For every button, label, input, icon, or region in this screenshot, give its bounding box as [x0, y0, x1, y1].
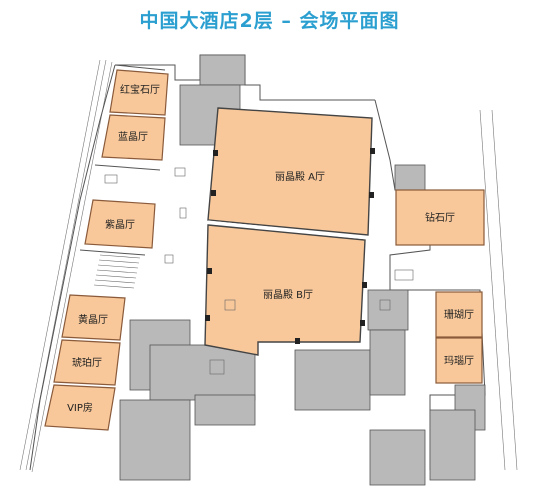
fixtures	[104, 167, 414, 375]
room-agate[interactable]: 玛瑙厅	[435, 337, 483, 384]
room-label-sapphire: 蓝晶厅	[118, 131, 148, 143]
room-label-topaz: 黄晶厅	[78, 313, 108, 326]
stairs	[93, 254, 141, 289]
room-label-diamond: 钻石厅	[425, 211, 455, 224]
room-sapphire[interactable]: 蓝晶厅	[101, 114, 166, 161]
room-label-amber: 琥珀厅	[72, 356, 102, 369]
facade-lines	[19, 59, 518, 473]
room-amber[interactable]: 琥珀厅	[53, 339, 121, 386]
room-topaz[interactable]: 黄晶厅	[61, 294, 126, 341]
room-label-coral: 珊瑚厅	[444, 309, 474, 321]
room-grand-b[interactable]: 丽晶殿 B厅	[204, 224, 366, 356]
room-label-agate: 玛瑙厅	[444, 355, 474, 367]
room-label-grand-a: 丽晶殿 A厅	[275, 171, 325, 183]
page-title: 中国大酒店2层 – 会场平面图	[139, 10, 400, 32]
room-amethyst[interactable]: 紫晶厅	[84, 199, 156, 249]
pillars	[205, 148, 375, 344]
room-coral[interactable]: 珊瑚厅	[435, 291, 483, 338]
room-label-grand-b: 丽晶殿 B厅	[263, 289, 313, 301]
room-label-amethyst: 紫晶厅	[105, 219, 135, 231]
room-grand-a[interactable]: 丽晶殿 A厅	[207, 107, 373, 236]
room-ruby[interactable]: 红宝石厅	[109, 69, 169, 116]
room-diamond[interactable]: 钻石厅	[395, 189, 485, 246]
room-label-ruby: 红宝石厅	[120, 83, 160, 96]
service-areas	[119, 54, 486, 486]
ballroom-divider	[207, 220, 369, 240]
room-label-vip: VIP房	[67, 401, 93, 414]
room-vip[interactable]: VIP房	[44, 384, 116, 431]
